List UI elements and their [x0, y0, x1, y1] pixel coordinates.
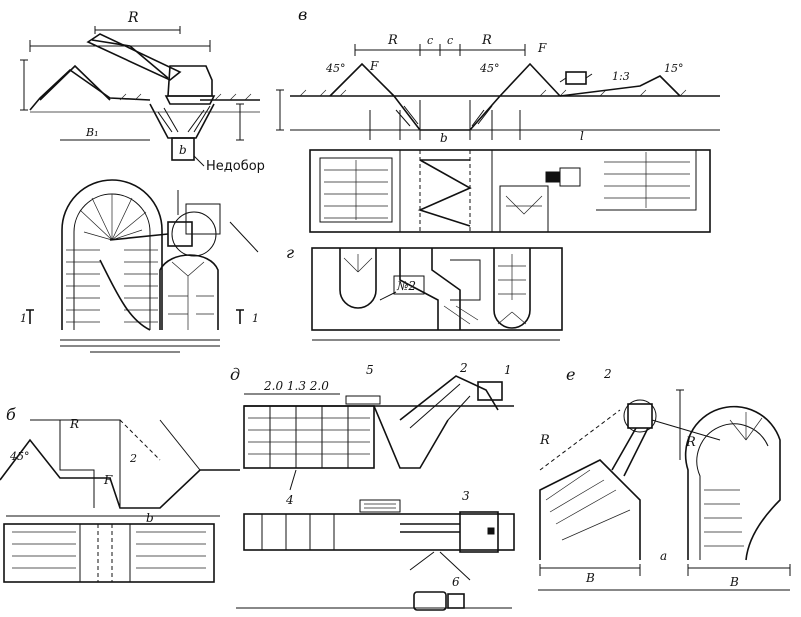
radius-label-v-left: R [387, 33, 398, 48]
c-label-1: c [427, 34, 433, 47]
B-label-e-right: B [729, 575, 739, 589]
section-mark-right: 1 [252, 312, 259, 325]
panel-v-plan-view [309, 149, 711, 233]
angle-label-v-mid: 45° [479, 62, 500, 75]
B-label-e-left: B [585, 571, 595, 585]
num-3-label-d: 3 [462, 489, 470, 503]
num-2-label-d: 2 [459, 361, 468, 375]
panel-v-trench-section: в 45° 45° F F R c c R b l 1:3 15° [276, 5, 720, 145]
dims-label-d: 2.0 1.3 2.0 [263, 379, 329, 393]
panel-d-section: д 2.0 1.3 2.0 1 2 5 4 3 6 [230, 361, 515, 611]
panel-e-plan: е 2 R R B B a [538, 365, 791, 591]
radius-label-v-right: R [481, 33, 492, 48]
num-2-label-b: 2 [129, 452, 137, 465]
num-6-label-d: 6 [452, 575, 460, 589]
R-label-b: R [69, 417, 79, 431]
panel-letter-e: е [566, 365, 575, 384]
F-label-v-left: F [369, 59, 379, 73]
no2-label: №2 [396, 279, 416, 293]
num-1-label-d: 1 [504, 363, 512, 377]
panel-letter-v: в [298, 5, 307, 24]
c-label-2: c [447, 34, 453, 47]
b-label-b: b [146, 511, 154, 525]
panel-a-excavator-section: R b Недобор B₁ [20, 10, 265, 174]
panel-letter-b: б [6, 405, 16, 424]
num-4-label-d: 4 [285, 493, 294, 507]
angle-label-v-left: 45° [325, 62, 346, 75]
num-2-label-e: 2 [603, 367, 612, 381]
R-label-e-left: R [539, 433, 550, 448]
slope-label-v: 1:3 [612, 70, 630, 83]
F-label-b: F [103, 473, 113, 487]
nedobor-label: Недобор [206, 159, 265, 174]
panel-a-plan-view: 1 1 [20, 179, 259, 353]
angle-label-v-right: 15° [664, 62, 684, 75]
panel-letter-g: г [286, 243, 294, 262]
panel-b-section: б 45° R F 2 b [0, 405, 240, 583]
a-label-e: a [660, 549, 667, 563]
section-mark-left: 1 [20, 312, 27, 325]
angle-label-b: 45° [9, 450, 30, 463]
panel-letter-d: д [230, 365, 240, 384]
l-label-v: l [580, 129, 584, 143]
b-label-v: b [440, 131, 448, 145]
num-5-label-d: 5 [366, 363, 374, 377]
F-label-v-right: F [537, 41, 547, 55]
dim-label-a: B₁ [85, 126, 99, 139]
panel-g-plan: г №2 [286, 243, 563, 341]
R-label-e-right: R [685, 435, 696, 450]
b-label-a: b [179, 143, 187, 157]
radius-label-a: R [127, 10, 139, 26]
